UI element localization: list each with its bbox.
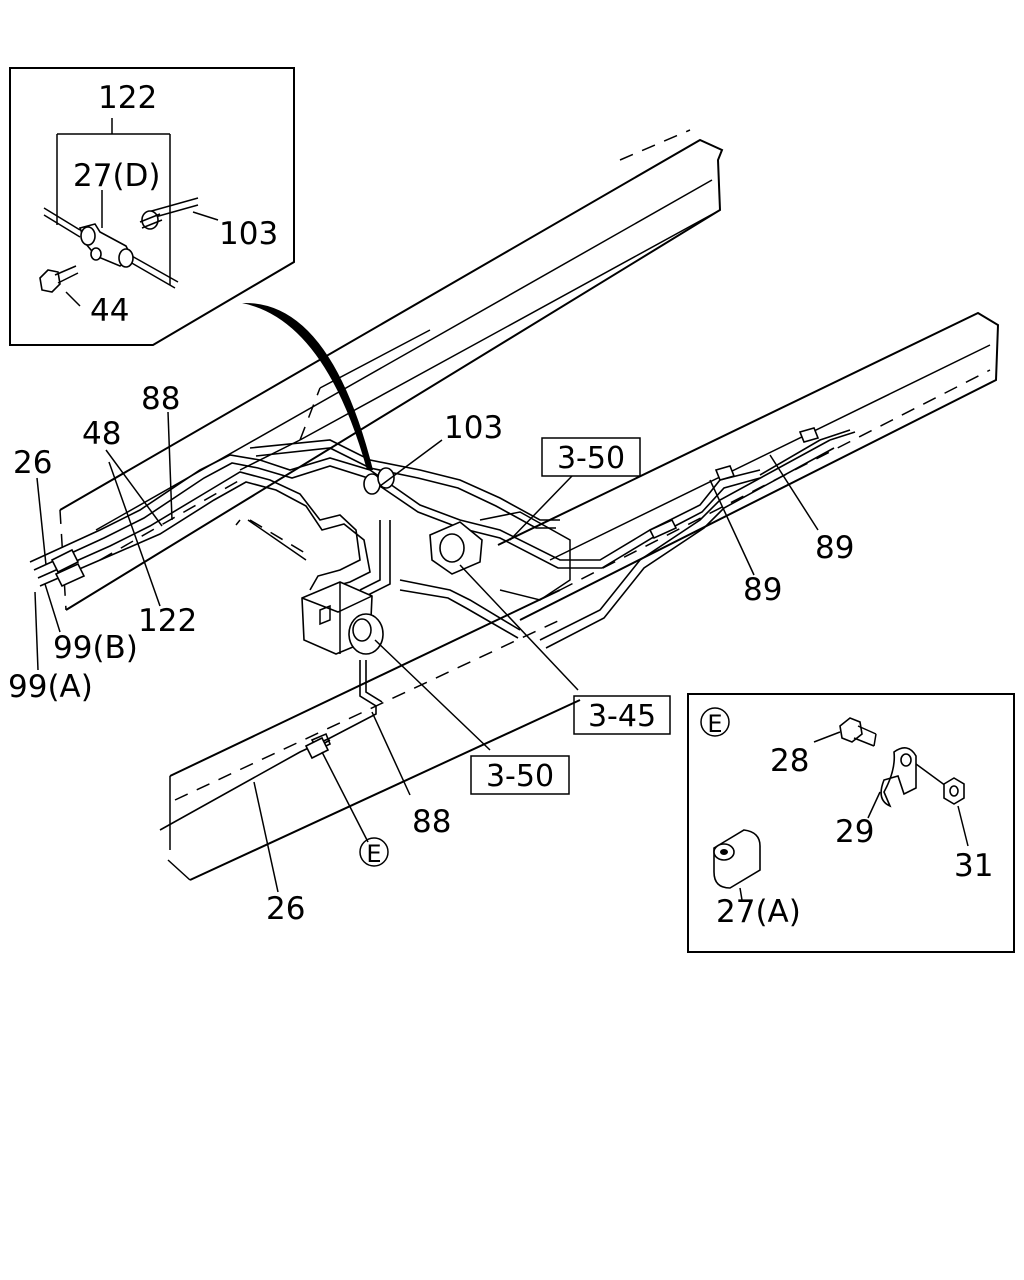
label-89-mid: 89 — [743, 572, 782, 608]
label-28: 28 — [770, 743, 809, 779]
inset-leader-arrow — [242, 302, 373, 470]
label-88-bottom: 88 — [412, 804, 451, 840]
fittings — [50, 427, 820, 760]
label-103-inset: 103 — [219, 216, 278, 252]
svg-text:E: E — [707, 710, 722, 738]
label-103-main: 103 — [444, 410, 503, 446]
label-48: 48 — [82, 416, 121, 452]
ref-box-3-50-bottom: 3-50 — [470, 755, 570, 795]
label-88-top: 88 — [141, 381, 180, 417]
label-44: 44 — [90, 293, 129, 329]
ref-box-3-50-top: 3-50 — [541, 437, 641, 477]
label-26-bottom: 26 — [266, 891, 305, 927]
label-122-main: 122 — [138, 603, 197, 639]
svg-text:3-50: 3-50 — [557, 441, 625, 476]
detail-e-marker: E — [359, 837, 389, 868]
label-26-top: 26 — [13, 445, 52, 481]
label-99a: 99(A) — [8, 669, 93, 705]
svg-text:3-50: 3-50 — [486, 759, 554, 794]
inset-detail-top: 122 27(D) 103 44 — [9, 67, 295, 346]
label-29: 29 — [835, 814, 874, 850]
label-122-inset: 122 — [98, 80, 157, 116]
label-31: 31 — [954, 848, 993, 884]
label-99b: 99(B) — [53, 630, 138, 666]
abs-modulator — [301, 581, 384, 655]
proportioning-valve — [429, 521, 483, 575]
svg-text:3-45: 3-45 — [588, 699, 656, 734]
label-27a: 27(A) — [716, 894, 801, 930]
leader-lines — [34, 411, 819, 893]
ref-box-3-45: 3-45 — [573, 695, 671, 735]
label-27d: 27(D) — [73, 158, 161, 194]
inset-detail-e: E 28 29 31 27(A) — [687, 693, 1015, 953]
svg-text:E: E — [366, 840, 381, 868]
label-89-right: 89 — [815, 530, 854, 566]
